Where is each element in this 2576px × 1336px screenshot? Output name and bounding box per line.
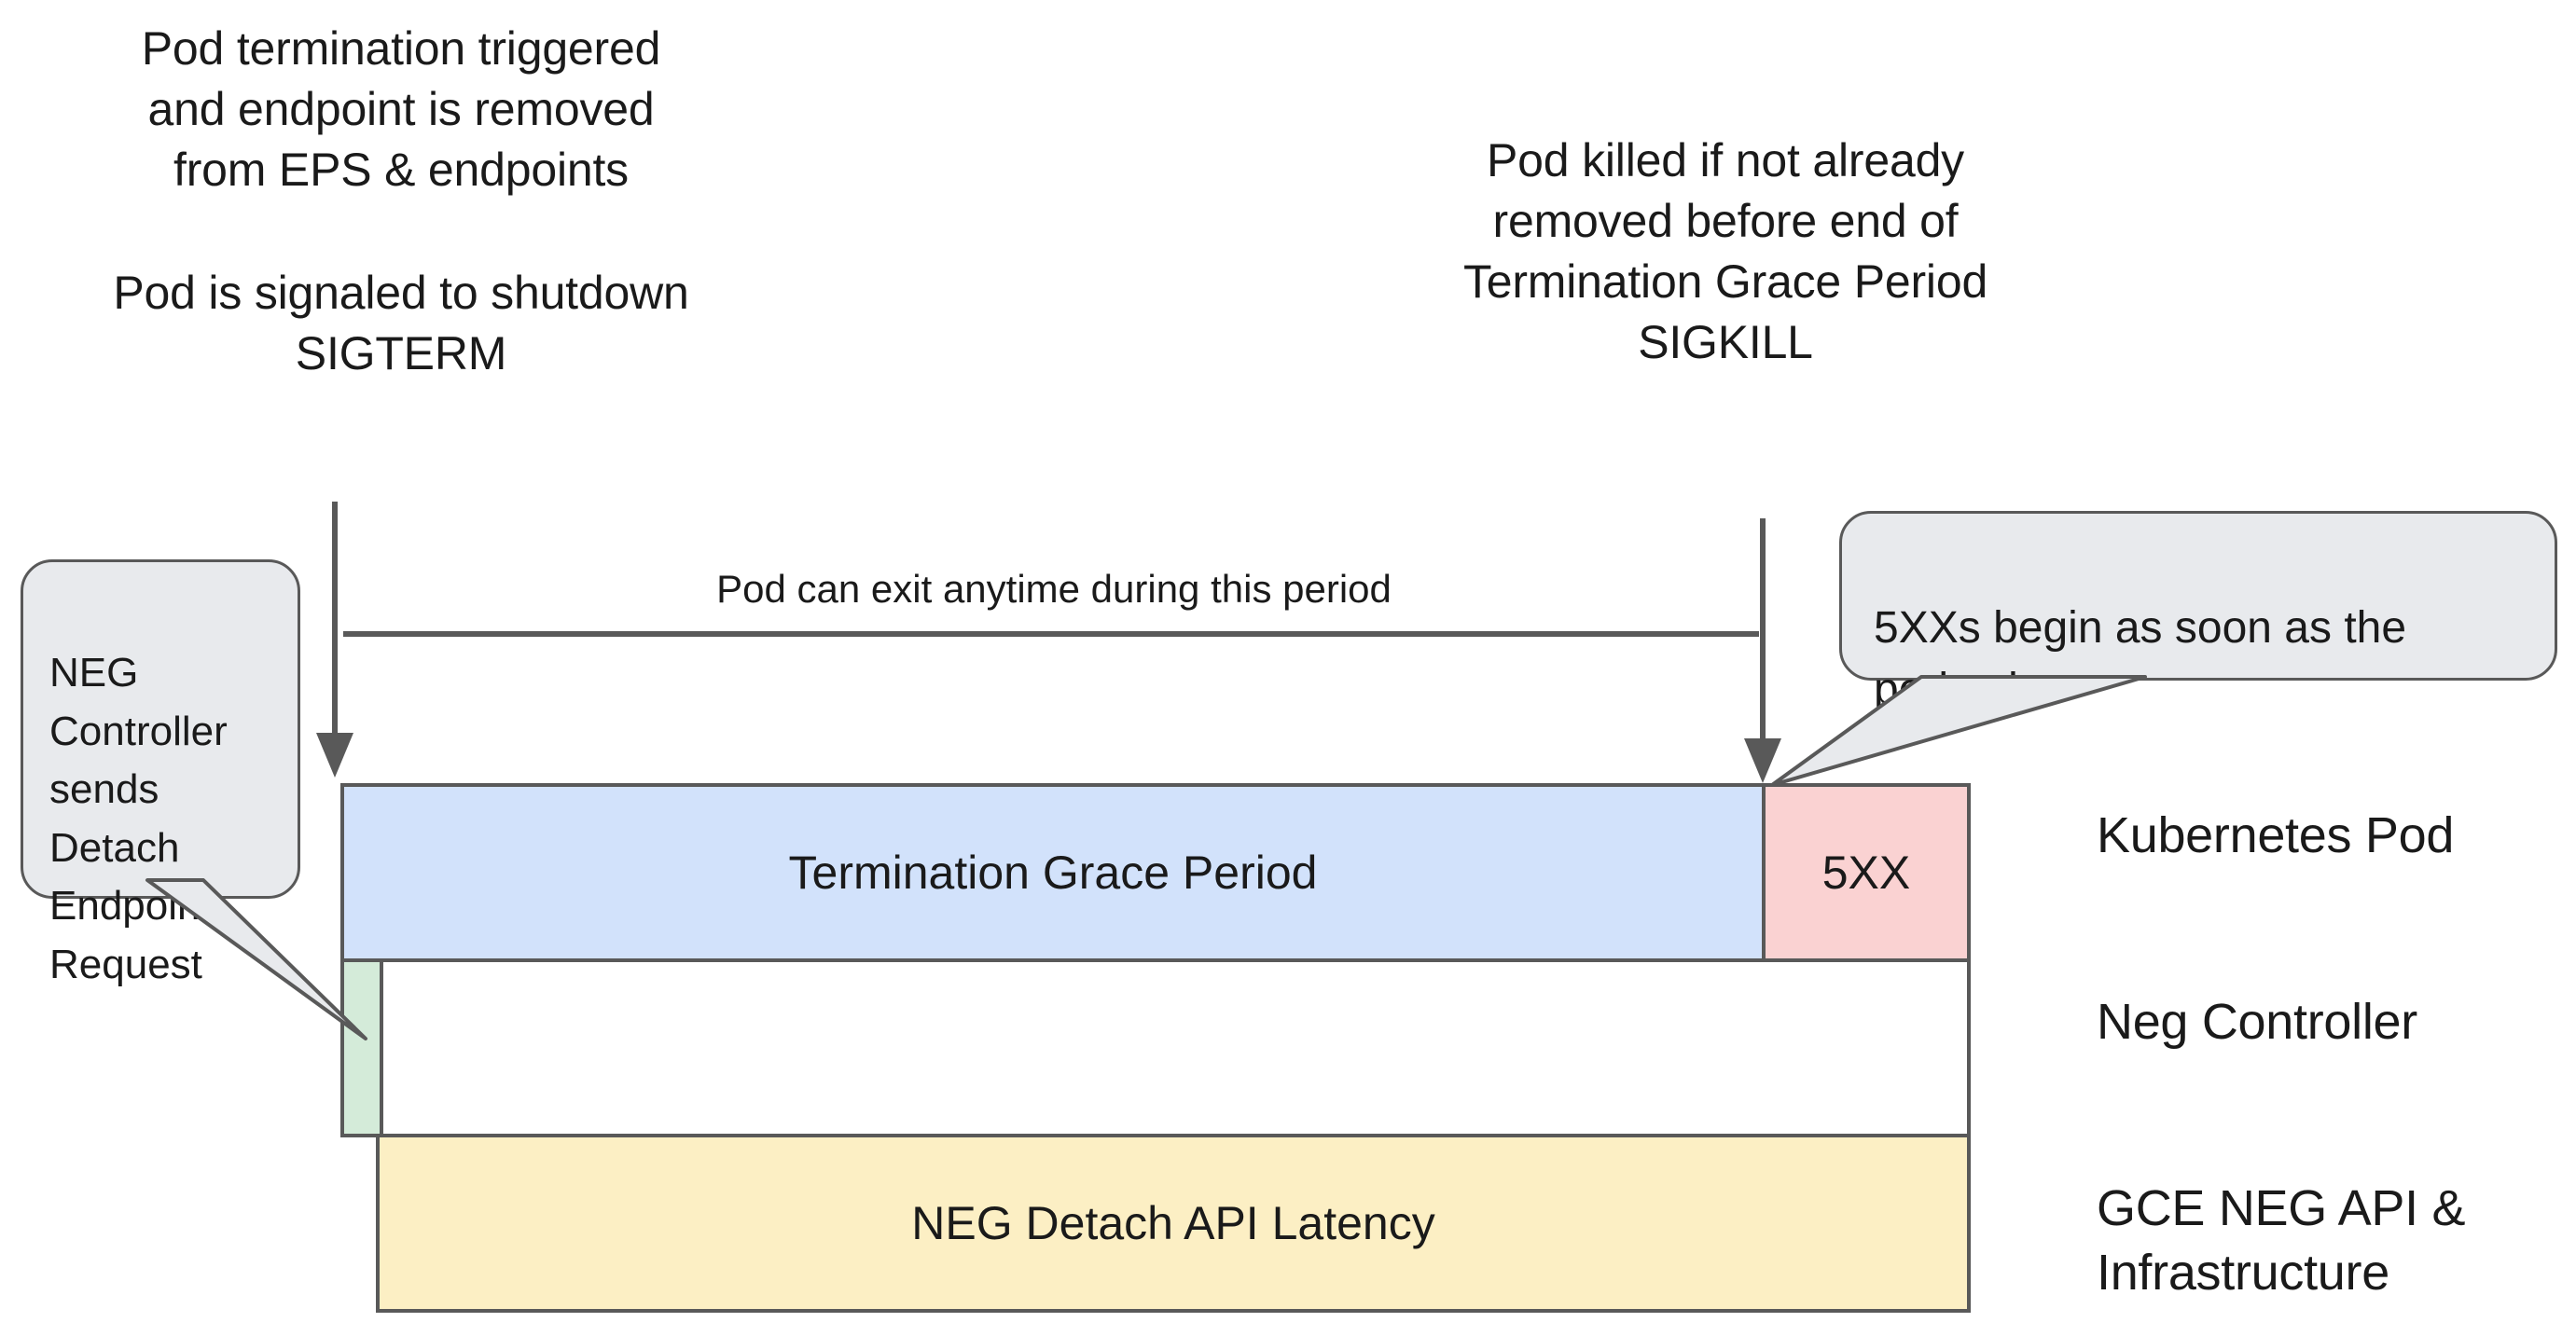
callout-text-five-xx: 5XXs begin as soon as the pod exits [1874,603,2407,715]
bar-label-neg-detach-api-latency: NEG Detach API Latency [911,1197,1435,1249]
bar-label-five-xx: 5XX [1821,847,1911,899]
bar-termination-grace-period: Termination Grace Period [340,783,1766,962]
callout-neg-controller-detach-request: NEG Controller sends Detach Endpoint Req… [21,559,300,987]
annotation-pod-killed-sigkill: Pod killed if not already removed before… [1462,134,1988,368]
lane-label-kubernetes-pod: Kubernetes Pod [2097,807,2455,863]
annotation-pod-signaled-sigterm: Pod is signaled to shutdown SIGTERM [113,267,689,379]
bar-label-termination-grace-period: Termination Grace Period [788,847,1318,899]
sigkill-arrow-icon [1744,518,1781,783]
bar-neg-controller-detach [340,958,383,1137]
annotation-pod-termination-triggered: Pod termination triggered and endpoint i… [141,22,661,196]
bar-neg-controller-remainder [376,958,1971,1137]
lane-label-neg-controller: Neg Controller [2097,994,2417,1050]
callout-text-neg-controller: NEG Controller sends Detach Endpoint Req… [49,650,228,987]
callout-five-xx-begin: 5XXs begin as soon as the pod exits [1839,511,2557,714]
bar-neg-detach-api-latency: NEG Detach API Latency [376,1134,1971,1313]
termination-start-arrow-icon [316,502,353,778]
lane-label-gce-neg-api: GCE NEG API & Infrastructure [2097,1180,2466,1302]
span-caption-pod-can-exit: Pod can exit anytime during this period [716,567,1392,611]
bar-five-xx: 5XX [1762,783,1971,962]
